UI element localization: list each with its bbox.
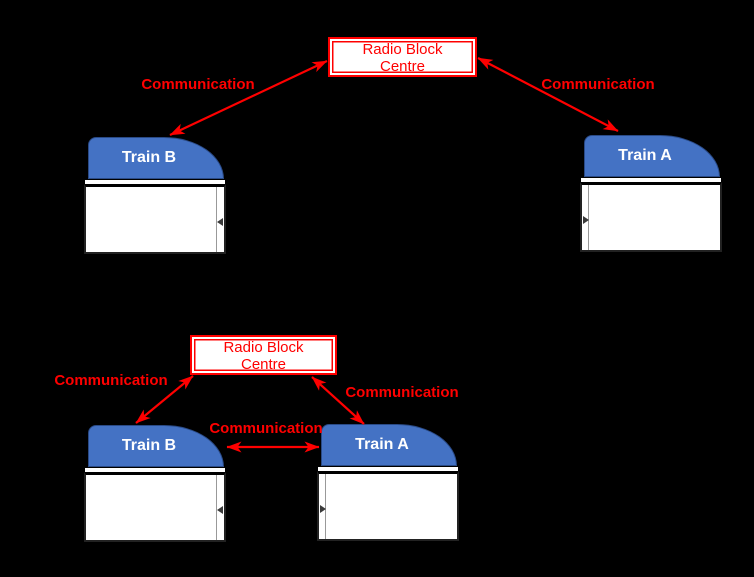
train-b-bottom: Train B xyxy=(84,425,226,542)
train-body-line xyxy=(216,475,217,540)
train-body xyxy=(84,184,226,254)
train-b-top: Train B xyxy=(84,137,226,254)
train-cab: Train A xyxy=(584,135,720,177)
coupler-arrow-icon xyxy=(217,217,223,226)
train-b-label: Train B xyxy=(121,437,177,454)
communication-label-top-right: Communication xyxy=(541,76,655,93)
train-a-bottom: Train A xyxy=(317,424,459,541)
arrow-trainb-rbc-top xyxy=(169,60,328,136)
arrow-rbc-traina-top xyxy=(477,57,619,132)
train-cab: Train B xyxy=(88,425,224,467)
rbc-label-line2: Centre xyxy=(379,58,426,75)
train-body xyxy=(317,471,459,541)
coupler-arrow-icon xyxy=(320,504,326,513)
communication-label-top-left: Communication xyxy=(141,76,255,93)
train-a-label: Train A xyxy=(618,147,672,164)
radio-block-centre-box-bottom: Radio Block Centre xyxy=(190,335,337,375)
communication-label-bottom-left: Communication xyxy=(54,372,168,389)
rbc-label-line1: Radio Block xyxy=(223,339,304,356)
radio-block-centre-box-top: Radio Block Centre xyxy=(328,37,477,77)
train-body xyxy=(84,472,226,542)
train-cab: Train A xyxy=(321,424,457,466)
communication-label-train-to-train: Communication xyxy=(209,420,323,437)
train-a-top: Train A xyxy=(580,135,722,252)
train-cab: Train B xyxy=(88,137,224,179)
train-a-label: Train A xyxy=(355,436,409,453)
train-body xyxy=(580,182,722,252)
rbc-label-line1: Radio Block xyxy=(362,41,443,58)
coupler-arrow-icon xyxy=(217,505,223,514)
communication-label-bottom-right: Communication xyxy=(345,384,459,401)
coupler-arrow-icon xyxy=(583,215,589,224)
train-body-line xyxy=(216,187,217,252)
rbc-label-line2: Centre xyxy=(240,356,287,373)
train-b-label: Train B xyxy=(121,149,177,166)
